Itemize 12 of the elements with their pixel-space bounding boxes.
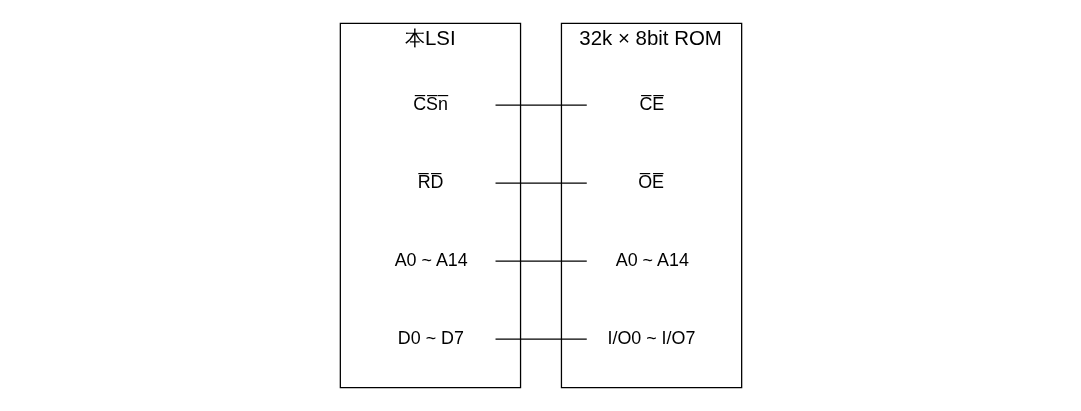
connector <box>494 104 587 106</box>
node-text: O̅E̅ <box>637 171 664 192</box>
node-text: A0 ~ A14 <box>615 249 689 270</box>
connector <box>494 338 587 340</box>
node-text: D0 ~ D7 <box>397 327 464 348</box>
node-text: R̅D̅ <box>417 171 443 192</box>
node-text: C̅E̅ <box>638 93 664 114</box>
node-text: A0 ~ A14 <box>394 249 468 270</box>
connector <box>494 260 587 262</box>
connector <box>494 182 587 184</box>
node-text: C̅S̅n̅ <box>412 93 448 114</box>
node-text: I/O0 ~ I/O7 <box>606 327 695 348</box>
